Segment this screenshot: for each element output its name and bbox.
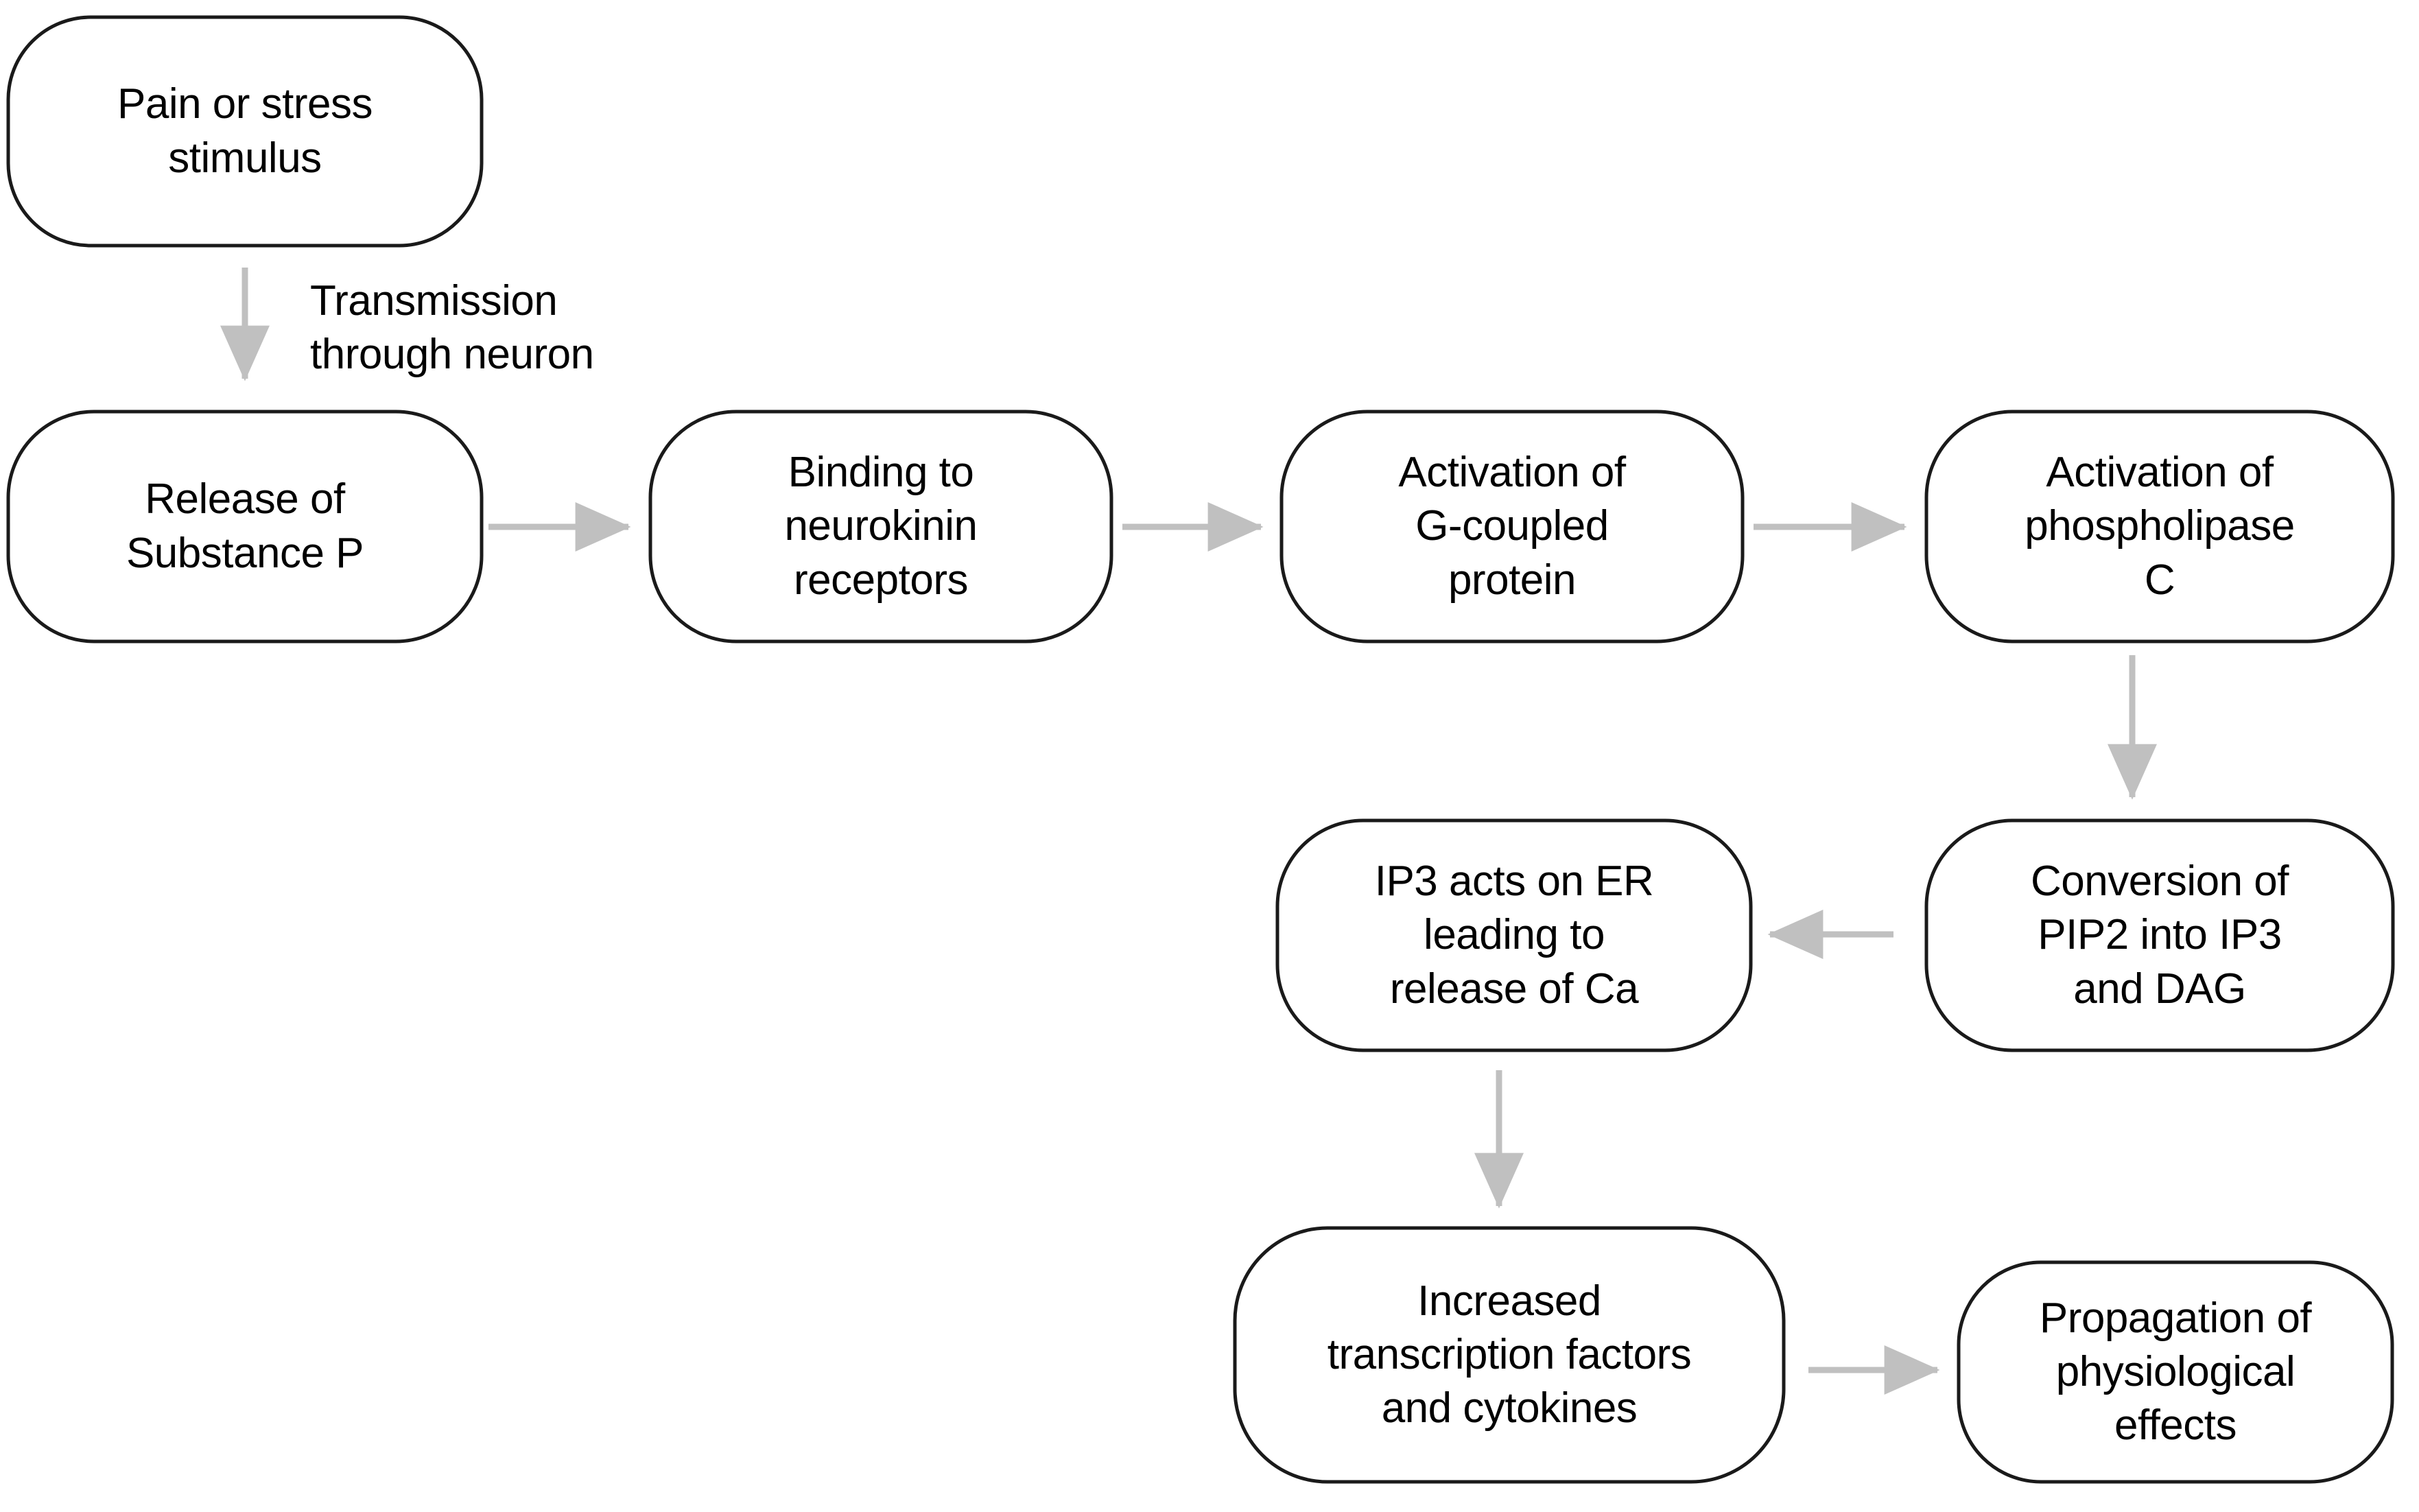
- node-activation-of-phospholipase-c[interactable]: [1924, 410, 2395, 643]
- node-propagation-of-physiological-effects[interactable]: [1957, 1260, 2394, 1484]
- node-ip3-acts-on-er-leading-to-release-of-ca[interactable]: [1275, 818, 1753, 1052]
- node-pain-or-stress-stimulus[interactable]: [6, 15, 484, 248]
- node-increased-transcription-factors-and-cytokines[interactable]: [1233, 1226, 1786, 1484]
- edge-label-transmission-through-neuron: Transmission through neuron: [310, 277, 594, 379]
- node-binding-to-neurokinin-receptors[interactable]: [648, 410, 1113, 643]
- node-release-of-substance-p[interactable]: [6, 410, 484, 643]
- node-activation-of-g-coupled-protein[interactable]: [1279, 410, 1745, 643]
- node-conversion-of-pip2-into-ip3-and-dag[interactable]: [1924, 818, 2395, 1052]
